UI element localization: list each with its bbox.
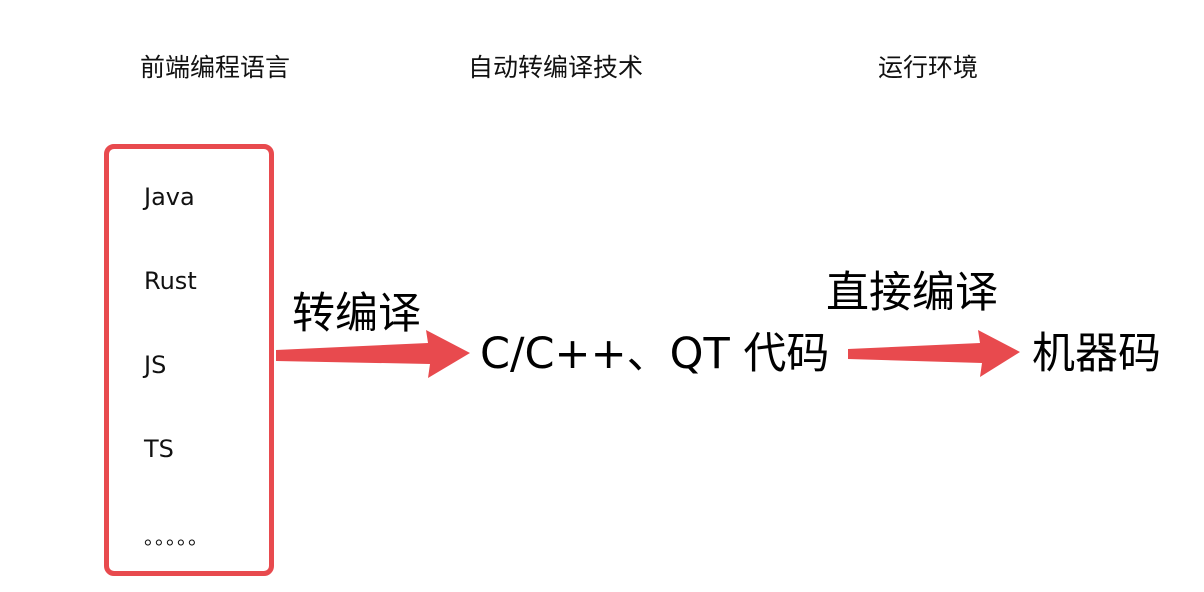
header-frontend-languages: 前端编程语言 [140, 53, 291, 82]
compile-step-label: 直接编译 [826, 268, 998, 318]
language-item-js: JS [144, 351, 167, 379]
machine-code-node: 机器码 [1032, 329, 1161, 379]
language-item-rust: Rust [144, 267, 197, 295]
language-list-box: Java Rust JS TS 。。。。。 [104, 144, 274, 576]
intermediate-code-node: C/C++、QT 代码 [480, 329, 830, 379]
compile-arrow [848, 330, 1020, 377]
header-runtime-environment: 运行环境 [878, 53, 979, 82]
language-item-ellipsis: 。。。。。 [144, 525, 209, 549]
transpile-step-label: 转编译 [292, 289, 421, 339]
language-item-ts: TS [144, 435, 174, 463]
header-transpile-tech: 自动转编译技术 [468, 53, 644, 82]
transpile-arrow [276, 330, 470, 378]
language-item-java: Java [144, 183, 195, 211]
